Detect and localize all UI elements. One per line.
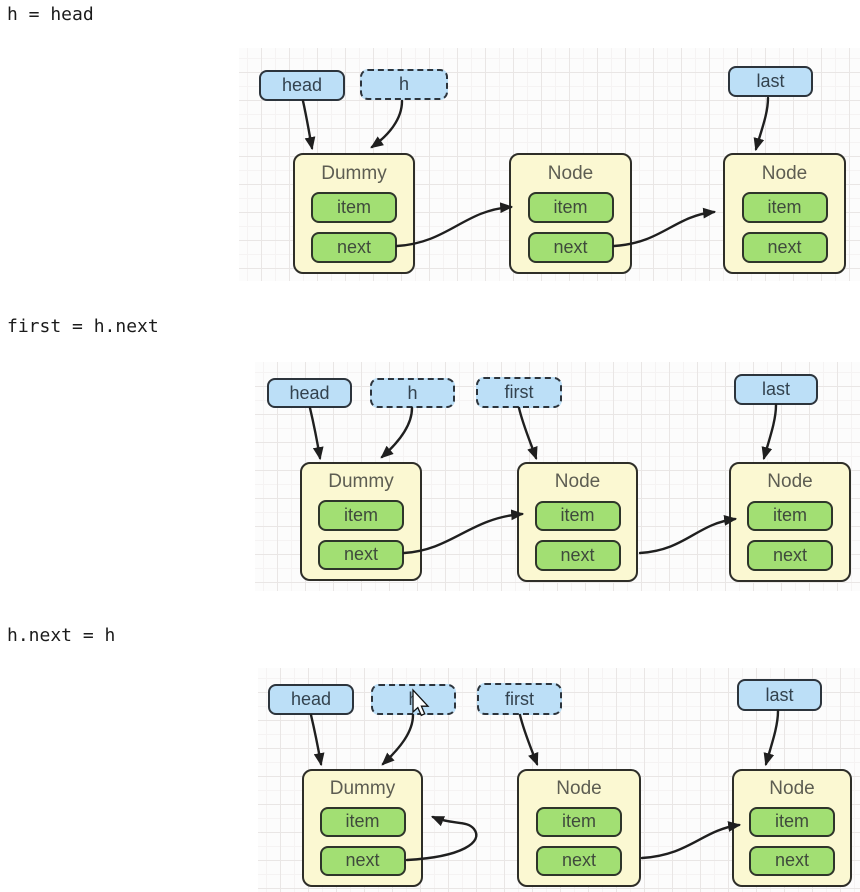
pointer-label: first	[505, 688, 534, 709]
pointer-last: last	[728, 66, 813, 97]
pointer-h: h	[370, 378, 455, 408]
node-2: Node item next	[509, 153, 632, 274]
field-item: item	[749, 806, 835, 837]
pointer-label: h	[408, 689, 419, 709]
node-dummy: Dummy item next	[300, 462, 422, 581]
node-title: Node	[769, 777, 815, 799]
field-next: next	[749, 845, 835, 876]
field-item: item	[747, 500, 833, 532]
field-next: next	[527, 232, 614, 263]
field-label: item	[336, 197, 371, 217]
field-label: next	[561, 850, 597, 871]
pointer-label: h	[407, 382, 418, 403]
node-title: Node	[767, 471, 813, 493]
node-dummy: Dummy item next	[293, 153, 415, 274]
pointer-h: h	[360, 69, 448, 100]
pointer-h: h	[371, 684, 456, 715]
node-2: Node item next	[517, 769, 641, 887]
node-title: Node	[554, 471, 601, 493]
code-label: h.next = h	[7, 625, 116, 646]
field-label: item	[345, 811, 380, 832]
field-item: item	[527, 192, 614, 223]
node-3: Node item next	[732, 769, 852, 887]
pointer-label: head	[289, 382, 330, 403]
field-label: next	[774, 850, 810, 871]
node-title: Dummy	[329, 777, 396, 799]
field-next: next	[747, 540, 833, 571]
pointer-last: last	[737, 679, 822, 711]
pointer-label: h	[398, 74, 409, 94]
field-label: next	[553, 237, 588, 257]
field-label: next	[560, 545, 595, 566]
node-title: Dummy	[321, 162, 387, 184]
node-title: Node	[556, 777, 602, 799]
pointer-label: last	[756, 71, 785, 91]
field-next: next	[536, 845, 622, 876]
code-label: h = head	[7, 4, 94, 25]
node-title: Dummy	[328, 471, 394, 493]
node-title: Node	[761, 162, 808, 184]
field-item: item	[319, 806, 406, 837]
field-label: item	[560, 505, 595, 526]
node-title: Node	[547, 162, 594, 184]
pointer-label: last	[765, 684, 794, 705]
field-next: next	[741, 232, 828, 263]
field-label: next	[767, 237, 802, 257]
code-label: first = h.next	[7, 316, 159, 337]
node-dummy: Dummy item next	[302, 769, 423, 887]
node-3: Node item next	[729, 462, 851, 582]
field-next: next	[318, 539, 404, 570]
field-label: item	[772, 505, 807, 526]
field-item: item	[741, 192, 828, 223]
pointer-head: head	[259, 70, 345, 101]
field-label: item	[343, 504, 378, 525]
field-item: item	[318, 500, 404, 531]
pointer-last: last	[734, 374, 818, 405]
field-label: next	[336, 237, 372, 257]
node-3: Node item next	[723, 153, 846, 274]
node-2: Node item next	[517, 462, 638, 582]
field-label: item	[553, 197, 588, 217]
field-item: item	[534, 500, 621, 532]
field-label: next	[772, 545, 808, 566]
pointer-first: first	[476, 377, 562, 408]
field-label: next	[343, 544, 379, 565]
field-next: next	[534, 540, 621, 571]
field-label: item	[774, 811, 809, 832]
field-item: item	[536, 806, 622, 837]
field-label: item	[561, 811, 596, 832]
pointer-label: first	[504, 382, 534, 402]
field-next: next	[319, 845, 406, 876]
field-label: item	[767, 197, 802, 217]
field-label: next	[345, 850, 380, 871]
field-next: next	[311, 232, 397, 263]
field-item: item	[311, 192, 397, 223]
pointer-head: head	[268, 684, 354, 715]
pointer-first: first	[477, 683, 562, 715]
pointer-label: head	[290, 689, 332, 709]
pointer-label: last	[761, 379, 790, 399]
pointer-head: head	[267, 378, 352, 408]
pointer-label: head	[281, 75, 323, 95]
